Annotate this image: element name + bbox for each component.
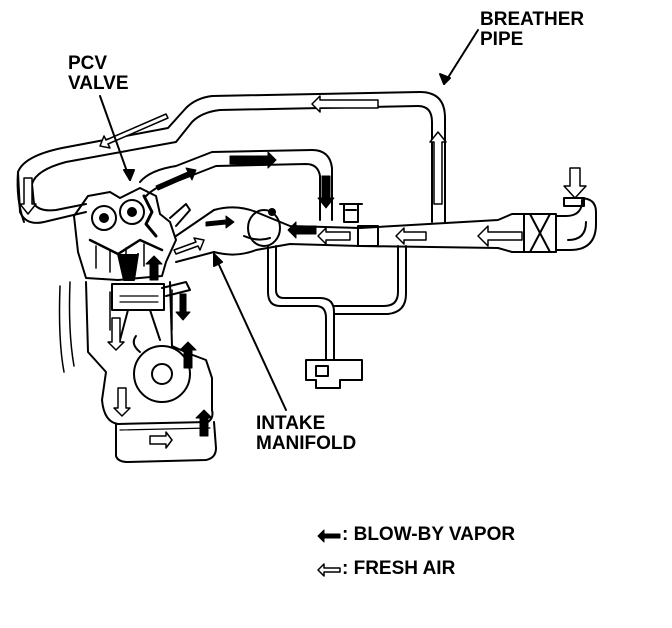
blow-by-arrow-hose-down [317, 175, 335, 209]
fresh-air-arrow-down-block-1 [107, 317, 125, 351]
engine-block [58, 281, 217, 463]
cylinder-head [73, 187, 191, 297]
pcv-valve-leader [99, 95, 131, 181]
fresh-air-arrow-intake-1 [477, 225, 523, 247]
legend-blow-by-text: : BLOW-BY VAPOR [342, 524, 516, 545]
blow-by-arrow-manifold [205, 215, 235, 229]
fresh-air-arrow-pan [149, 431, 173, 449]
breather-hose [16, 91, 446, 224]
legend-fresh-air: : FRESH AIR [342, 558, 455, 580]
blow-by-arrow-head-up [145, 255, 163, 281]
breather-pipe-leader-head [439, 73, 451, 85]
fresh-air-arrows [19, 95, 587, 577]
label-pcv-valve-line2: VALVE [68, 73, 129, 94]
fresh-air-arrow-inlet-down [563, 167, 587, 199]
fresh-air-arrow-right-up [429, 131, 447, 205]
intake-manifold-leader-head [213, 253, 223, 267]
legend-fresh-air-text: : FRESH AIR [342, 558, 456, 579]
blow-by-arrow-pan [195, 409, 213, 437]
fresh-air-arrow-upper-left [99, 113, 169, 149]
pcv-hose [139, 149, 333, 221]
fresh-air-arrow-intake-3 [317, 227, 351, 245]
leader-lines [99, 29, 479, 411]
blow-by-arrow-hose-top [229, 151, 277, 169]
throttle-connector [339, 203, 379, 247]
pcv-valve-leader-head [123, 169, 135, 181]
fresh-air-arrow-intake-2 [395, 227, 427, 245]
fresh-air-arrow-down-block-2 [113, 387, 131, 417]
fresh-air-arrow-left-down [19, 177, 37, 215]
label-intake-manifold-line2: MANIFOLD [256, 433, 357, 454]
label-intake-manifold: INTAKE MANIFOLD [256, 414, 356, 454]
label-pcv-valve: PCV VALVE [68, 54, 129, 94]
air-cleaner-inlet [523, 197, 597, 253]
label-intake-manifold-line1: INTAKE [256, 413, 326, 434]
label-breather-pipe: BREATHER PIPE [480, 10, 584, 50]
blow-by-arrow-legend [317, 529, 341, 543]
fresh-air-arrow-manifold [173, 237, 205, 255]
intake-manifold-leader [213, 253, 287, 411]
label-pcv-valve-line1: PCV [68, 53, 108, 74]
blow-by-arrow-hose-left [155, 167, 197, 191]
fresh-air-arrow-top-hose [311, 95, 379, 113]
blow-by-arrow-block-1 [175, 293, 191, 321]
legend-blow-by: : BLOW-BY VAPOR [342, 524, 515, 546]
blow-by-arrows [145, 151, 341, 543]
fresh-air-arrow-legend [317, 563, 341, 577]
vacuum-line [267, 245, 407, 389]
blow-by-arrow-intake [287, 221, 317, 239]
label-breather-pipe-line2: PIPE [480, 29, 524, 50]
label-breather-pipe-line1: BREATHER [480, 9, 585, 30]
intake-tube [175, 206, 527, 263]
blow-by-arrow-block-2 [179, 341, 197, 369]
breather-pipe-leader [443, 29, 479, 85]
